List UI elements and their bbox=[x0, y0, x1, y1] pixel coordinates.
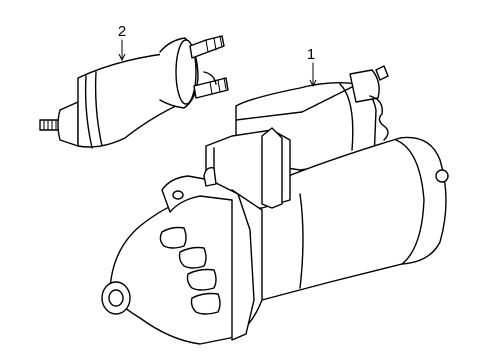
flange-stud bbox=[203, 166, 217, 187]
solenoid-nose bbox=[57, 101, 79, 147]
bearing-cap bbox=[435, 169, 449, 183]
stud-threads bbox=[43, 119, 57, 131]
pinion-shaft bbox=[108, 289, 124, 307]
mounting-flange bbox=[161, 175, 255, 341]
vent-slot-1 bbox=[159, 226, 187, 249]
starter-motor[interactable] bbox=[101, 65, 449, 345]
solenoid[interactable] bbox=[39, 35, 229, 149]
vent-slot-2 bbox=[178, 246, 207, 269]
callout-2: 2 bbox=[118, 23, 126, 62]
leader-arrow-1 bbox=[309, 79, 317, 88]
leader-arrow-2 bbox=[118, 53, 126, 62]
callout-number-1: 1 bbox=[307, 46, 315, 63]
callout-number-2: 2 bbox=[118, 23, 126, 40]
solenoid-body bbox=[77, 51, 181, 148]
callout-1: 1 bbox=[307, 46, 317, 88]
vent-slot-3 bbox=[186, 268, 217, 291]
vent-slot-4 bbox=[190, 292, 221, 315]
starter-terminal-stud bbox=[375, 65, 389, 81]
starter-terminal-cap bbox=[349, 69, 380, 103]
flange-hole bbox=[172, 190, 184, 200]
